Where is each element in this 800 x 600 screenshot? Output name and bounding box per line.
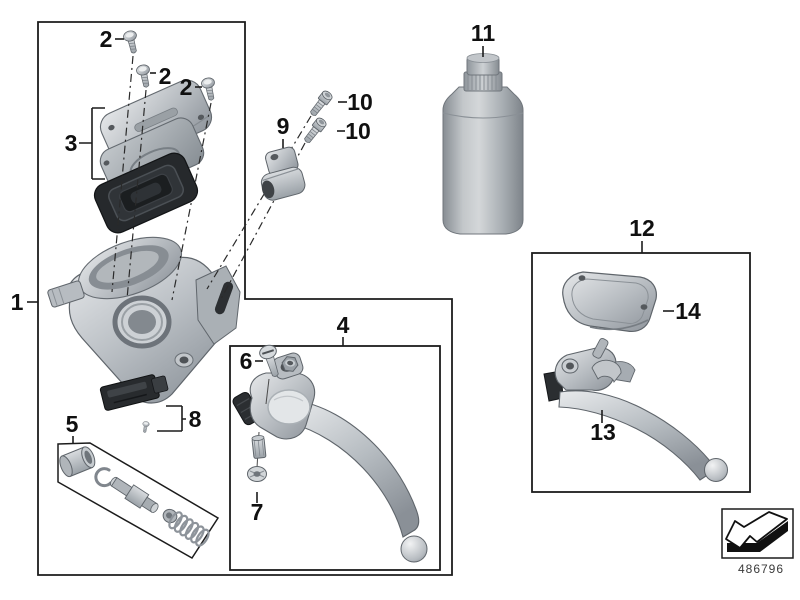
spare-lever [543,338,728,482]
callout-1[interactable]: 1 [11,289,24,315]
callout-13[interactable]: 13 [590,419,616,445]
fluid-bottle [442,53,524,235]
lever-kit-box [229,345,441,571]
callout-7[interactable]: 7 [251,499,264,525]
piston [110,476,159,513]
callout-6[interactable]: 6 [240,348,253,374]
callout-5[interactable]: 5 [66,411,79,437]
rubber-diaphragm [93,152,199,234]
adjuster-screw-icon [259,344,279,377]
thumbnail-box[interactable] [721,508,794,559]
reservoir-cover [562,271,657,333]
callout-9[interactable]: 9 [277,113,290,139]
screw-icon [121,29,142,56]
callout-2[interactable]: 2 [180,74,193,100]
callout-14[interactable]: 14 [675,298,701,324]
master-cylinder-body [47,236,241,404]
callout-11[interactable]: 11 [471,20,496,46]
bushing [59,446,96,478]
hand-lever [232,352,428,563]
spare-lever-box [531,252,751,493]
direction-arrow-icon [725,511,788,552]
callout-2[interactable]: 2 [100,26,113,52]
callout-10[interactable]: 10 [347,89,373,115]
callout-2[interactable]: 2 [159,63,172,89]
adjuster-nut-icon [281,356,299,372]
repair-kit-box [57,442,220,560]
handlebar-clamp-lug [47,280,85,308]
circlip [94,467,112,488]
screw-icon [135,63,154,89]
callout-3[interactable]: 3 [65,130,78,156]
pivot-sleeve [251,435,267,459]
clamp-bolt-icon [301,115,329,146]
brake-switch [99,374,169,411]
spring [168,511,210,547]
seal-cup [162,508,178,524]
handlebar-clamp [260,146,306,201]
pivot-washer [247,466,267,482]
clamp-bolt-icon [307,88,335,119]
callout-12[interactable]: 12 [629,215,655,241]
piston-repair-kit [59,446,210,547]
callout-10[interactable]: 10 [345,118,371,144]
callout-8[interactable]: 8 [189,406,202,432]
part-code-label: 486796 [738,562,784,576]
main-assembly-box [37,21,453,576]
callout-4[interactable]: 4 [337,312,350,338]
reservoir-cap [463,53,503,92]
switch-screw-icon [141,420,150,434]
